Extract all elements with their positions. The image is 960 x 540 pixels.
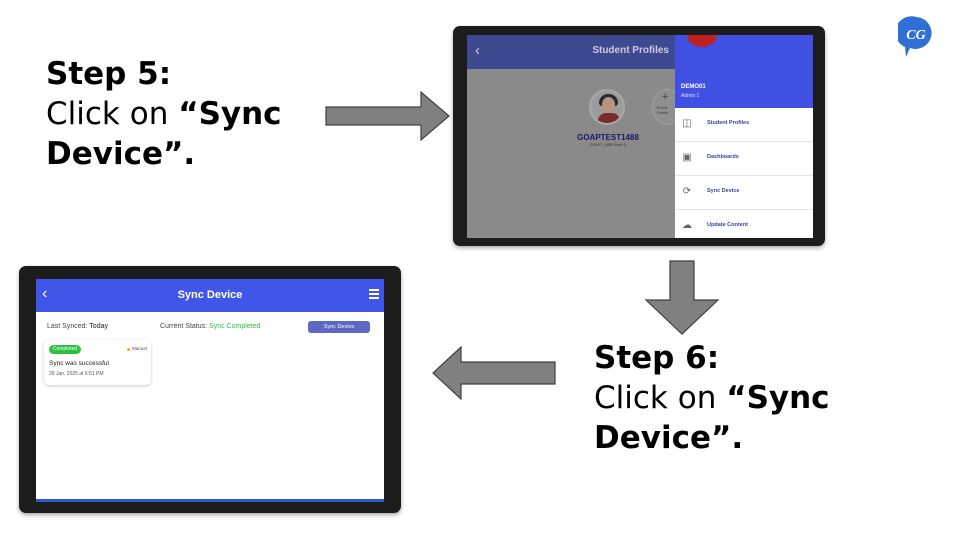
drawer-item-label: Student Profiles [707, 120, 750, 126]
tablet-screenshot-sync: ‹ Sync Device Last Synced: Today Current… [19, 266, 401, 513]
back-icon[interactable]: ‹ [475, 42, 480, 59]
sync-date: 29 Jan, 2025 at 6:51 PM [49, 371, 104, 377]
logo-text: CG [906, 28, 925, 43]
drawer-item-sync-device[interactable]: ⟳ Sync Device [675, 176, 813, 210]
step-6-prefix: Click on [594, 380, 727, 416]
sync-message: Sync was successful [49, 360, 109, 367]
last-synced: Last Synced: Today [47, 323, 108, 330]
dashboard-icon: ▣ [682, 152, 692, 163]
student-avatar[interactable] [589, 89, 625, 125]
sync-history-card: Completed Manual Sync was successful 29 … [44, 340, 151, 385]
step-5-heading: Step 5: [46, 56, 172, 92]
cloud-icon: ☁ [682, 220, 692, 231]
app-header: ‹ Sync Device [36, 279, 384, 312]
manual-dot-icon [127, 348, 130, 351]
arrow-down-icon [644, 260, 720, 335]
student-id: EGAPT_1488 Grade 5 [590, 143, 626, 147]
sync-device-button[interactable]: Sync Device [308, 321, 370, 333]
user-role: Admin 1 [681, 93, 700, 99]
cg-logo: CG [898, 16, 932, 57]
sync-device-screen: ‹ Sync Device Last Synced: Today Current… [36, 279, 384, 502]
profiles-icon: ◫ [682, 118, 692, 129]
arrow-left-icon [432, 345, 556, 401]
page-title: Sync Device [177, 289, 243, 301]
status-value: Sync Completed [209, 323, 261, 330]
back-icon[interactable]: ‹ [42, 285, 48, 302]
drawer-item-label: Sync Device [707, 188, 740, 194]
drawer-item-student-profiles[interactable]: ◫ Student Profiles [675, 108, 813, 142]
add-label-2: Profile [657, 110, 669, 115]
step-6-emphasis-2: Device”. [594, 420, 744, 456]
status-badge: Completed [49, 345, 81, 354]
step-5-prefix: Click on [46, 96, 179, 132]
step-5-line-1: Click on “Sync [46, 94, 282, 134]
drawer-item-update-content[interactable]: ☁ Update Content [675, 210, 813, 238]
nav-drawer: DEMO01 Admin 1 ◫ Student Profiles ▣ Dash… [675, 35, 813, 238]
step-6-instruction: Step 6: Click on “Sync Device”. [594, 338, 830, 458]
status-label: Current Status: [160, 323, 210, 330]
app-header: ‹ Student Profiles [467, 35, 675, 69]
sync-type: Manual [132, 346, 147, 351]
arrow-right-icon [325, 90, 450, 142]
step-6-line-1: Click on “Sync [594, 378, 830, 418]
student-name: GOAPTEST1488 [577, 133, 639, 142]
current-status: Current Status: Sync Completed [160, 323, 260, 330]
sync-icon: ⟳ [682, 186, 692, 197]
last-synced-label: Last Synced: [47, 323, 90, 330]
drawer-item-label: Dashboards [707, 154, 739, 160]
add-label-1: Enroll [657, 105, 668, 110]
last-synced-value: Today [89, 323, 108, 330]
user-avatar [687, 35, 717, 47]
hamburger-menu-icon[interactable] [369, 289, 379, 301]
step-6-emphasis-1: “Sync [726, 380, 830, 416]
step-5-emphasis-1: “Sync [178, 96, 282, 132]
drawer-header: DEMO01 Admin 1 [675, 35, 813, 108]
bottom-bar [36, 499, 384, 502]
drawer-item-label: Update Content [707, 222, 748, 228]
step-6-heading: Step 6: [594, 340, 720, 376]
user-name: DEMO01 [681, 84, 706, 90]
step-5-emphasis-2: Device”. [46, 136, 196, 172]
plus-icon: + [662, 91, 669, 103]
drawer-item-dashboards[interactable]: ▣ Dashboards [675, 142, 813, 176]
page-title: Student Profiles [592, 45, 669, 56]
step-5-instruction: Step 5: Click on “Sync Device”. [46, 54, 282, 174]
